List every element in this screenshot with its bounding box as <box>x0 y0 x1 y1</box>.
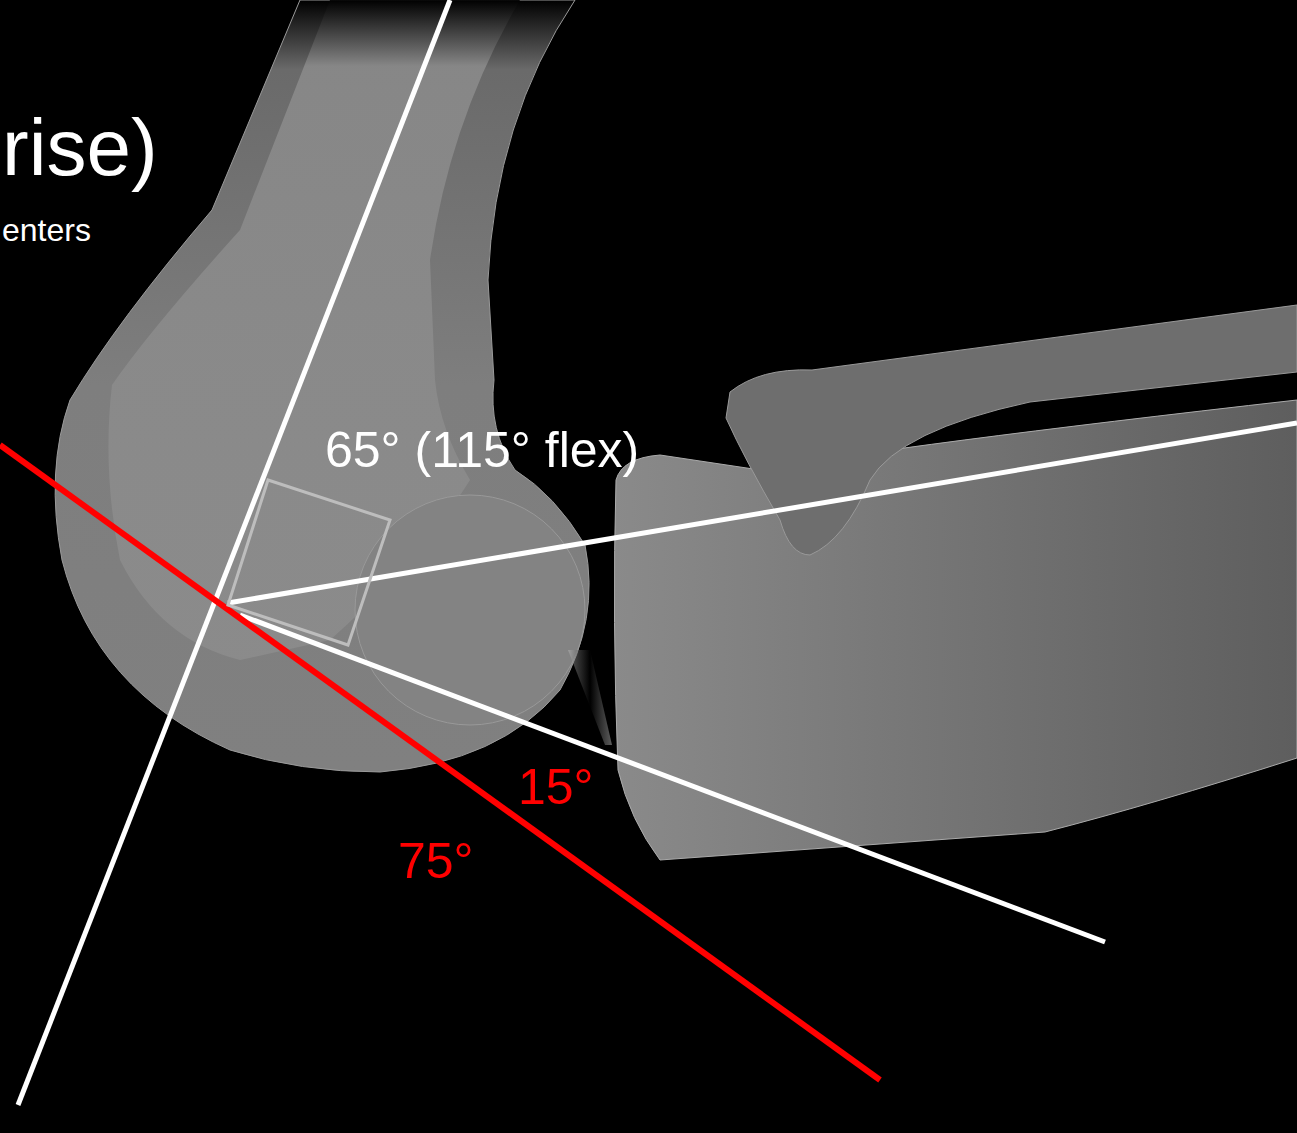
condyle-line <box>240 615 1105 942</box>
radius-outline <box>726 305 1297 555</box>
ulna-outline <box>614 400 1297 860</box>
capitulum <box>355 495 585 725</box>
subtitle-text: enters <box>2 214 91 246</box>
angle-label: 75° <box>398 836 474 886</box>
angle-label: 65° (115° flex) <box>325 425 639 475</box>
title-text: rise) <box>2 108 158 188</box>
forearm-axis <box>228 423 1297 603</box>
joint-gap <box>568 650 612 745</box>
right-angle-square <box>228 480 390 645</box>
red-reference-line <box>0 445 880 1080</box>
angle-label: 15° <box>518 762 594 812</box>
